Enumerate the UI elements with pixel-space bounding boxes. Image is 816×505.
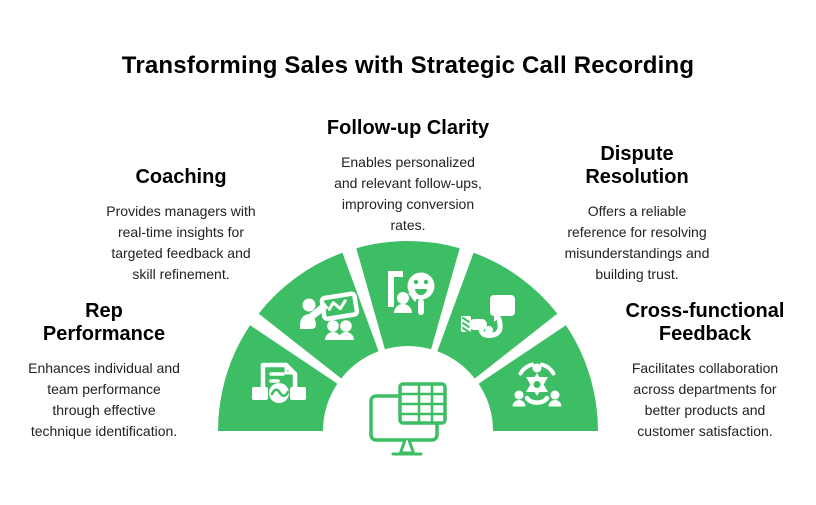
document-handshake-icon [252,362,306,403]
item-block-dispute-resolution: Dispute Resolution Offers a reliable ref… [532,143,742,285]
presentation-training-icon [299,291,360,340]
item-heading-follow-up-clarity: Follow-up Clarity [326,117,490,139]
item-block-cross-functional-feedback: Cross-functional Feedback Facilitates co… [600,300,810,442]
item-description-rep-performance: Enhances individual and team performance… [28,360,180,439]
monitor-spreadsheet-icon [369,382,447,456]
item-block-follow-up-clarity: Follow-up Clarity Enables personalized a… [303,117,513,236]
team-collaboration-gear-icon [512,362,562,407]
speech-bubble-handshake-icon [461,295,515,338]
item-heading-coaching: Coaching [135,166,227,188]
item-heading-rep-performance: Rep Performance [42,300,166,345]
item-description-cross-functional-feedback: Facilitates collaboration across departm… [631,360,779,439]
item-heading-dispute-resolution: Dispute Resolution [585,143,689,188]
item-block-coaching: Coaching Provides managers with real-tim… [76,166,286,285]
page-title: Transforming Sales with Strategic Call R… [121,52,695,80]
person-speech-smiley-icon [388,271,435,315]
item-block-rep-performance: Rep Performance Enhances individual and … [0,300,209,442]
segment-rep-performance [218,325,338,431]
item-heading-cross-functional-feedback: Cross-functional Feedback [625,300,785,345]
item-description-follow-up-clarity: Enables personalized and relevant follow… [334,154,482,233]
item-description-coaching: Provides managers with real-time insight… [106,203,256,282]
item-description-dispute-resolution: Offers a reliable reference for resolvin… [564,203,710,282]
segment-coaching [258,252,379,379]
